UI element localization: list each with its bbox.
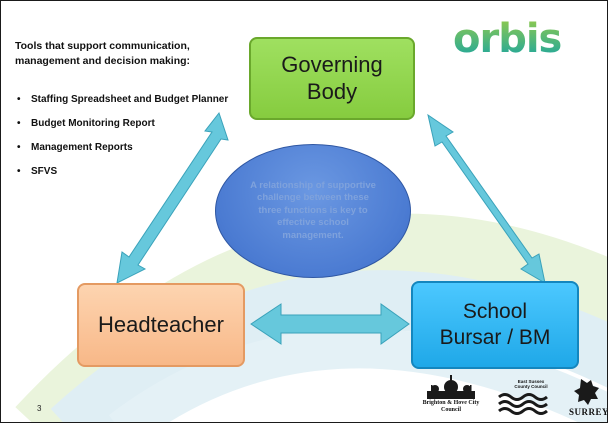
school-bursar-box: School Bursar / BM: [411, 281, 579, 369]
tools-list: • Staffing Spreadsheet and Budget Planne…: [15, 93, 235, 189]
bursar-line-2: Bursar / BM: [439, 326, 551, 349]
headteacher-box: Headteacher: [77, 283, 245, 367]
tool-item-budget-monitoring: • Budget Monitoring Report: [15, 117, 235, 130]
governing-body-label: Governing Body: [281, 52, 383, 104]
relationship-text: A relationship of supportive challenge b…: [250, 180, 376, 241]
surrey-logo-text: SURREY: [569, 407, 608, 417]
school-bursar-label: School Bursar / BM: [440, 299, 551, 352]
tool-label: Staffing Spreadsheet and Budget Planner: [31, 94, 229, 105]
bullet-icon: •: [17, 118, 21, 129]
bullet-icon: •: [17, 94, 21, 105]
east-sussex-logo-text: East Sussex County Council: [514, 379, 548, 389]
council-logos: [427, 375, 599, 415]
bullet-icon: •: [17, 166, 21, 177]
tool-item-management-reports: • Management Reports: [15, 141, 235, 154]
tool-item-sfvs: • SFVS: [15, 165, 235, 178]
bursar-line-1: School: [462, 299, 528, 323]
bullet-icon: •: [17, 142, 21, 153]
relationship-ellipse: A relationship of supportive challenge b…: [215, 144, 411, 278]
arrow-gov-head: [116, 111, 229, 284]
arrow-head-bursar: [250, 303, 410, 345]
brighton-hove-logo-text: Brighton & Hove City Council: [422, 400, 480, 413]
east-sussex-waves-icon: [498, 393, 548, 415]
tool-item-staffing: • Staffing Spreadsheet and Budget Planne…: [15, 93, 235, 106]
tool-label: Budget Monitoring Report: [31, 118, 155, 129]
governing-body-box: Governing Body: [249, 37, 415, 120]
tool-label: SFVS: [31, 166, 58, 177]
surrey-emblem-icon: [574, 379, 599, 405]
arrow-gov-bursar: [427, 113, 546, 284]
headteacher-label: Headteacher: [98, 312, 224, 337]
page-number: 3: [37, 404, 42, 413]
tool-label: Management Reports: [31, 142, 133, 153]
tools-heading: Tools that support communication, manage…: [15, 40, 191, 68]
brighton-pavilion-icon: [427, 375, 475, 399]
orbis-logo: orbis: [453, 16, 562, 62]
